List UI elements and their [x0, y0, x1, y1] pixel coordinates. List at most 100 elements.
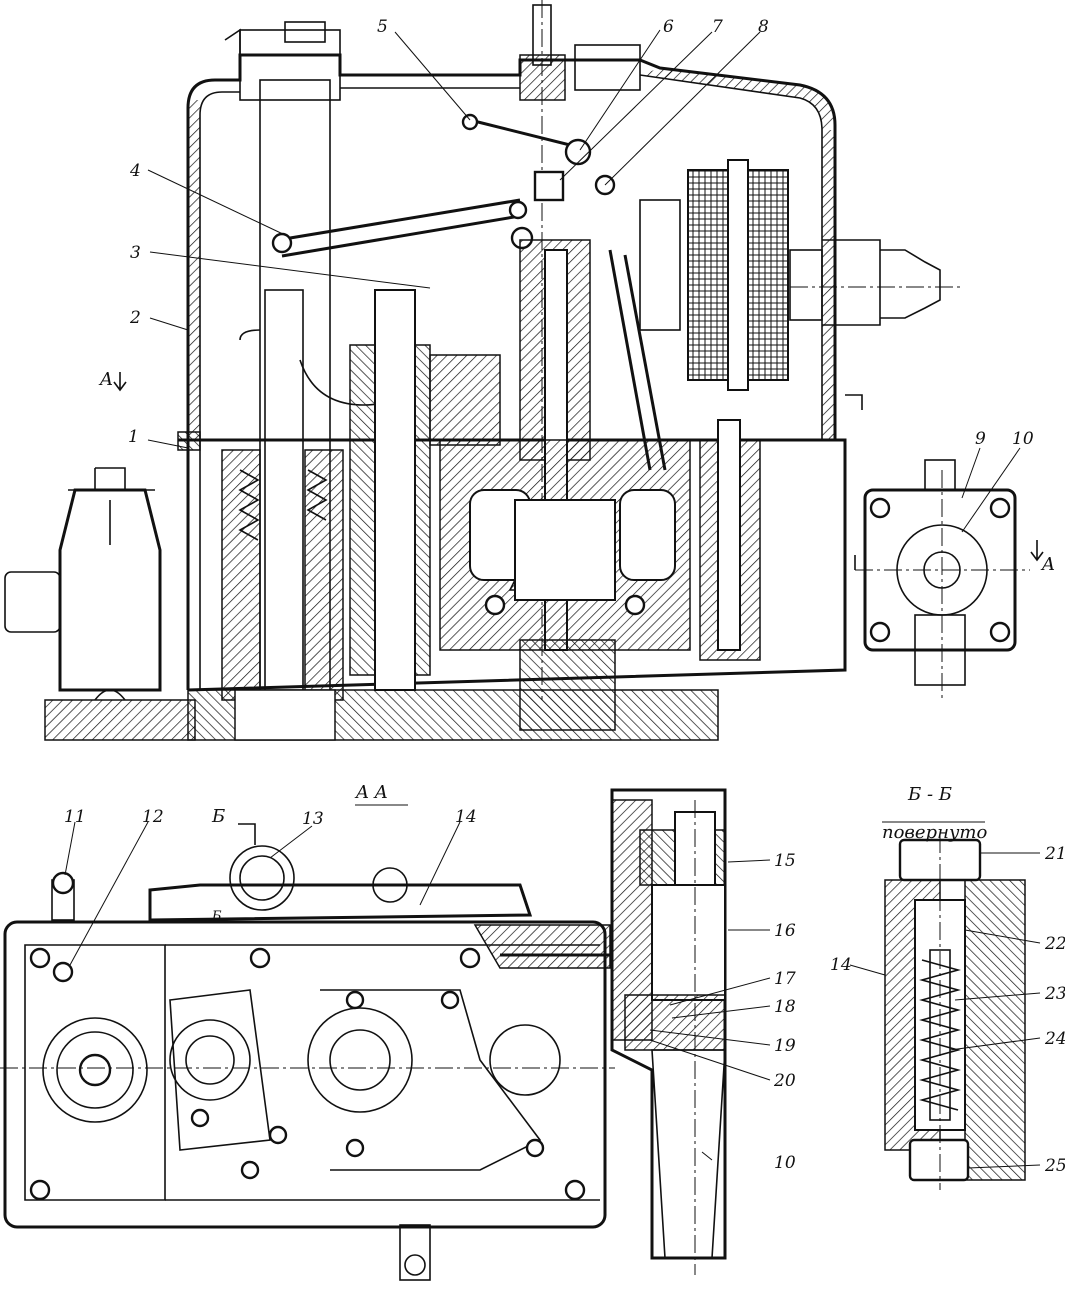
callout-18: 18: [774, 997, 796, 1017]
callout-6: 6: [663, 17, 674, 37]
aa-bottom-stud: [399, 1224, 431, 1281]
leader-17: [669, 977, 771, 1006]
cap-hinge: [224, 28, 241, 55]
spring-left: [238, 469, 260, 541]
top-nut: [574, 44, 641, 91]
leader-23: [954, 992, 1041, 1001]
leader-lines: [64, 29, 1041, 1169]
callout-16: 16: [774, 921, 796, 941]
aa-pin-4: [525, 1138, 545, 1158]
aa-bolt-5: [564, 1179, 586, 1201]
aa-channel: [473, 924, 611, 969]
aa-rocker: [320, 989, 542, 1171]
pivot-6: [564, 138, 592, 166]
leader-10: [961, 447, 1021, 533]
callout-11: 11: [64, 807, 86, 827]
leader-22: [964, 929, 1041, 944]
callout-13: 13: [302, 809, 324, 829]
aa-right-body: [610, 788, 727, 1260]
lamp-socket: [94, 689, 126, 701]
aa-boss: [372, 867, 408, 903]
pivot-lever: [508, 200, 528, 220]
callout-22: 22: [1044, 934, 1065, 954]
aa-cam-right-inner: [329, 1029, 391, 1091]
pivot-4: [271, 232, 293, 254]
leader-14: [419, 821, 461, 906]
aa-bolt-6: [240, 1160, 260, 1180]
link-rod-b: [608, 249, 652, 471]
leader-7: [559, 31, 713, 181]
right-valve-stem: [717, 419, 741, 651]
cut-b-label: Б: [211, 806, 225, 827]
cover-bolt-4: [989, 621, 1011, 643]
callout-5: 5: [377, 17, 388, 37]
aa-nut-11: [51, 871, 75, 895]
link-rod: [623, 254, 667, 471]
view-arrow-left: [113, 372, 127, 392]
leader-10b: [701, 1151, 713, 1161]
section-aa-view: [0, 788, 727, 1281]
aa-gear-mid: [56, 1031, 134, 1109]
aa-cam-left: [169, 1019, 251, 1101]
callout-14-secondary: 14: [830, 955, 852, 975]
aa-cam-left-plate: [169, 989, 271, 1151]
aa-right-10: [651, 1049, 726, 1259]
callout-17: 17: [774, 969, 796, 989]
aa-housing: [3, 920, 607, 1229]
aa-gear-hub: [78, 1053, 112, 1087]
callout-10-secondary: 10: [774, 1153, 796, 1173]
leader-14b: [849, 964, 886, 976]
section-aa-title: A A: [354, 782, 388, 803]
solenoid-core: [727, 159, 749, 391]
aa-cam-far: [489, 1024, 561, 1096]
callout-25: 25: [1044, 1156, 1065, 1176]
aa-bolt-3: [29, 947, 51, 969]
aa-hub-13: [229, 845, 295, 911]
leader-19: [649, 1029, 771, 1046]
housing-wall-left: [188, 100, 200, 440]
spring-left-2: [306, 469, 328, 521]
aa-bolt-4: [29, 1179, 51, 1201]
section-labels: A A A A Б - Б повернуто Б Б: [98, 369, 1055, 924]
connector-plug: [880, 249, 941, 319]
leader-18: [671, 1005, 771, 1019]
aa-right-16: [651, 884, 726, 1001]
aa-cam-right: [307, 1007, 413, 1113]
leader-5: [394, 31, 471, 121]
aa-pin-3: [345, 1138, 365, 1158]
view-marker-a-right: A: [1040, 554, 1055, 575]
callout-23: 23: [1044, 984, 1065, 1004]
leader-15: [727, 859, 771, 863]
bb-body-right: [964, 879, 1026, 1181]
aa-cam-left-inner: [185, 1035, 235, 1085]
leader-2: [149, 317, 189, 331]
callout-10: 10: [1012, 429, 1034, 449]
housing-wall-right: [822, 130, 835, 440]
leader-11: [64, 821, 76, 876]
aa-rail-14: [148, 883, 533, 922]
callout-14: 14: [455, 807, 477, 827]
lever-4: [277, 198, 521, 242]
left-block: [429, 354, 501, 446]
callout-7: 7: [712, 17, 723, 37]
lamp-base: [44, 699, 196, 741]
connector-base: [789, 249, 823, 321]
section-bb-title: Б - Б: [907, 784, 952, 805]
base-bore: [234, 689, 336, 741]
pivot-5: [461, 113, 479, 131]
left-sleeve-l: [221, 449, 261, 701]
bolt-b: [624, 594, 646, 616]
aa-pin-1: [345, 990, 365, 1010]
callout-21: 21: [1044, 844, 1065, 864]
lamp-cable: [4, 571, 61, 633]
bb-plug-25: [908, 1138, 970, 1182]
cover-bolt-1: [869, 497, 891, 519]
block-7: [533, 170, 565, 202]
callout-15: 15: [774, 851, 796, 871]
leader-4: [147, 169, 286, 236]
leader-12: [69, 821, 149, 966]
callout-12: 12: [142, 807, 164, 827]
chamber-right: [619, 489, 676, 581]
leader-13: [269, 825, 313, 859]
